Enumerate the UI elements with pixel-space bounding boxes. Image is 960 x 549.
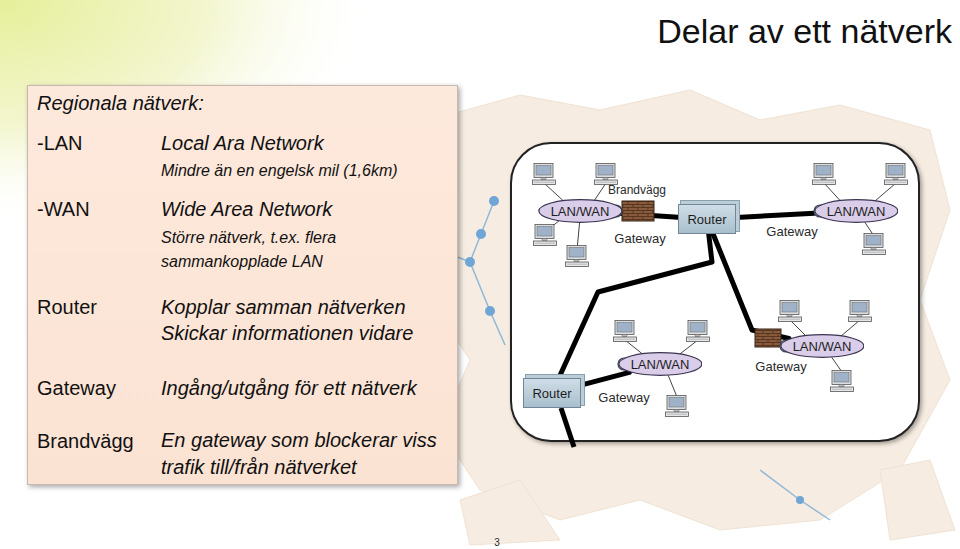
svg-path [460,480,560,545]
svg-use [831,371,854,392]
router-box: Router [678,204,736,234]
router-box: Router [523,378,581,408]
definition-text: -LAN [37,131,83,155]
svg-circle [476,229,486,239]
firewall-brick [755,329,781,347]
firewall-brick [622,201,654,221]
svg-polyline [470,201,505,345]
definition-text: En gateway som blockerar viss trafik til… [161,427,451,481]
definition-text: Kopplar samman nätverken [161,295,406,319]
ellipse-shape [538,200,621,223]
svg-use [779,301,802,322]
network-ellipse: LAN/WAN [814,199,899,223]
network-label: LAN/WAN [793,339,852,354]
svg-use [687,321,710,342]
part-label: Gateway [598,390,649,405]
definition-text: Gateway [37,376,116,400]
definition-text: Ingång/utgång för ett nätverk [161,376,417,400]
svg-use [885,164,908,185]
svg-polyline [760,470,830,520]
part-label: Gateway [755,359,806,374]
network-ellipse: LAN/WAN [618,352,703,376]
network-cable [713,234,789,339]
network-label: LAN/WAN [827,204,886,219]
definition-text: Mindre än en engelsk mil (1,6km) [161,161,398,181]
part-label: Gateway [614,231,665,246]
router-label: Router [687,212,726,227]
ellipse-shape [780,335,863,358]
svg-use [595,164,618,185]
definition-text: Local Ara Network [161,131,324,155]
network-cable [559,234,712,378]
definition-text: Brandvägg [37,429,134,453]
svg-use [534,225,557,246]
svg-path [880,460,955,540]
svg-use [666,396,689,417]
computer-icons [533,164,908,417]
definition-panel: Regionala nätverk: -LAN Local Ara NetworkM… [27,85,458,485]
svg-circle [796,496,804,504]
definition-text: Regionala nätverk: [37,91,204,115]
page-number: 3 [494,537,500,549]
ellipse-shape [618,353,701,376]
svg-use [614,321,637,342]
definition-text: -WAN [37,197,90,221]
outgoing-cable [561,408,574,447]
definition-text: Router [37,295,97,319]
svg-use [533,164,556,185]
pc-wires [544,183,896,397]
map-shapes [430,90,955,545]
network-frame [511,143,919,441]
svg-circle [489,196,499,206]
ellipse-shape [814,200,897,223]
svg-circle [465,257,475,267]
svg-use [849,301,872,322]
definition-text: Större nätverk, t.ex. flera sammankoppla… [161,226,381,274]
definition-text: Skickar informationen vidare [161,321,413,345]
network-label: LAN/WAN [631,357,690,372]
network-ellipse: LAN/WAN [538,199,623,223]
network-label: LAN/WAN [551,204,610,219]
svg-path [430,90,950,530]
part-label: Brandvägg [608,183,666,197]
router-label: Router [532,386,571,401]
network-cable [581,372,629,385]
network-ellipse: LAN/WAN [780,334,865,358]
part-label: Gateway [766,224,817,239]
definition-text: Wide Area Network [161,197,332,221]
network-cable [736,213,814,217]
svg-use [813,164,836,185]
slide-title: Delar av ett nätverk [657,12,952,51]
svg-use [566,246,589,267]
svg-circle [485,306,495,316]
svg-use [863,234,886,255]
